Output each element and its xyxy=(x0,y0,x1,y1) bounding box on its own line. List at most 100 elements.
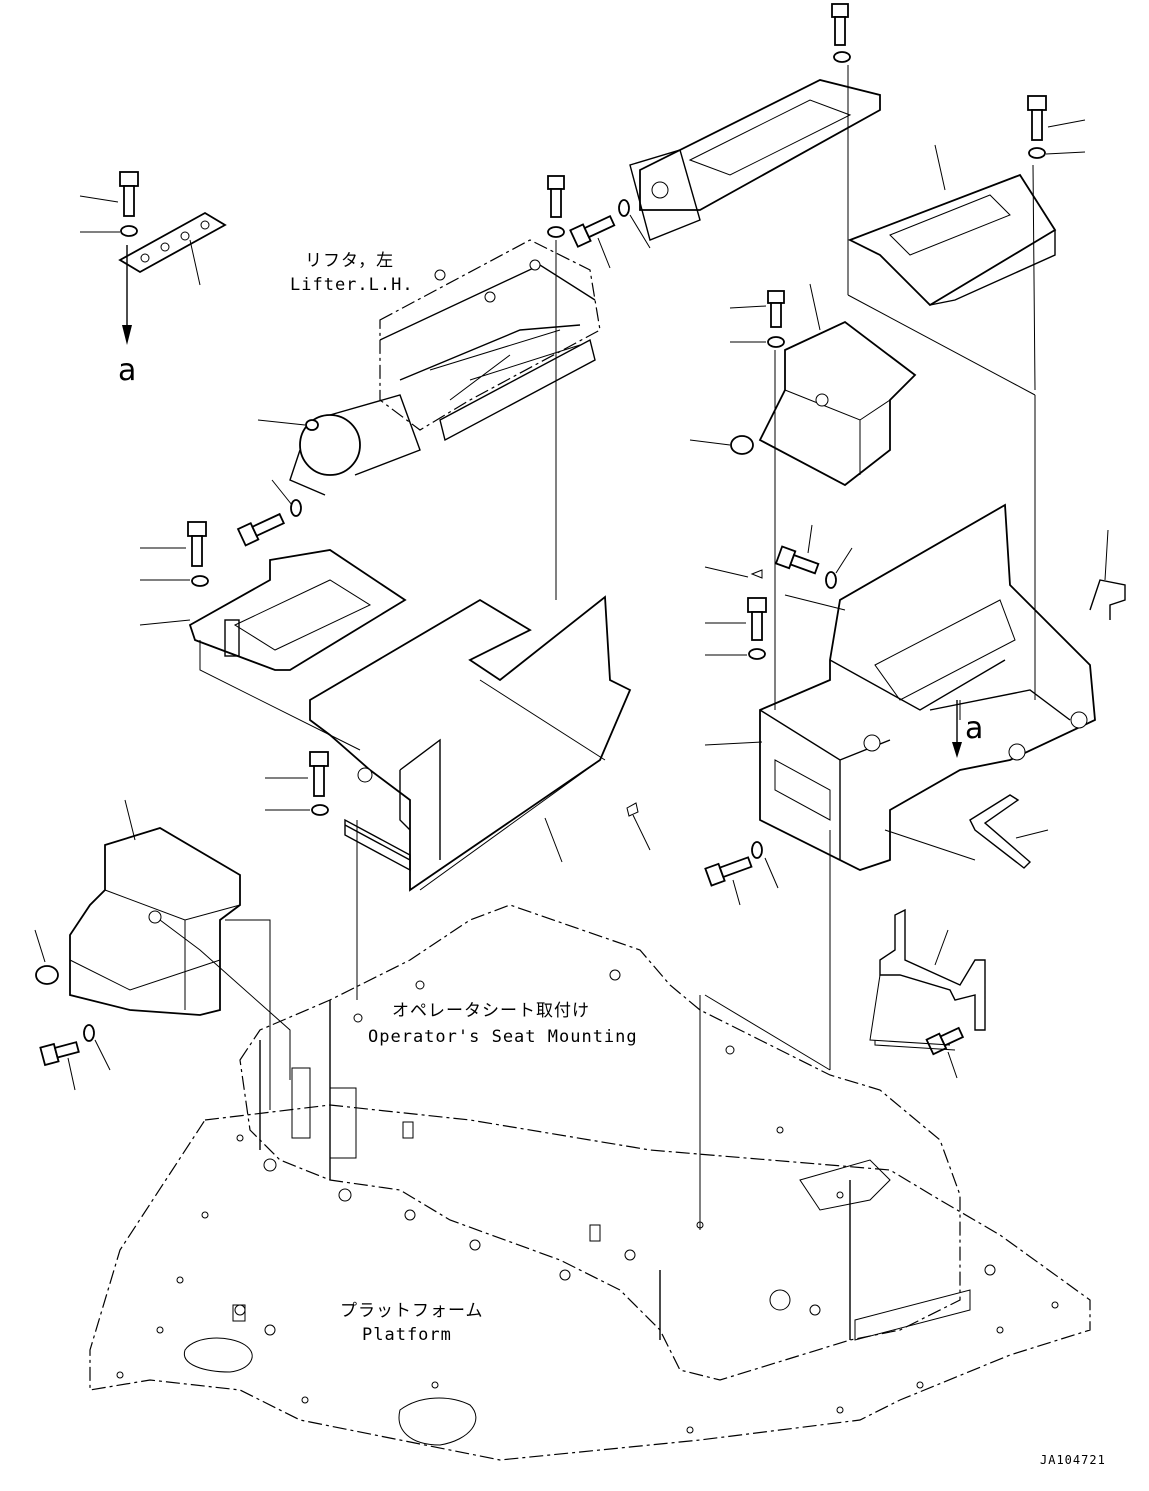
washer xyxy=(547,226,565,238)
seat-mount-inner xyxy=(259,1000,851,1340)
seat-mounting-label-jp: オペレータシート取付け xyxy=(392,1001,590,1021)
seat-mount-frame xyxy=(239,904,961,1381)
bolt xyxy=(747,597,767,641)
bolt xyxy=(767,290,785,328)
slot-left-2 xyxy=(329,1087,357,1159)
arrow-a-mid-head xyxy=(952,742,962,758)
platform-bracket-right xyxy=(799,1159,891,1211)
arrow-a-head xyxy=(122,325,132,345)
lifter-arm xyxy=(429,329,581,401)
lower-left-cover xyxy=(35,827,241,1016)
right-box-boss xyxy=(1008,743,1026,761)
right-box-top-window xyxy=(874,599,1016,701)
small-cover-hole xyxy=(815,393,829,407)
right-box-boss xyxy=(863,734,881,752)
reference-mark-a-top: a xyxy=(118,353,136,388)
lifter-label-jp: リフタ，左 xyxy=(305,251,394,271)
platform-outline xyxy=(89,1104,1091,1461)
centre-panel xyxy=(309,595,639,892)
right-box-boss xyxy=(1070,711,1088,729)
left-cover-plate xyxy=(188,549,407,671)
lifter-outline xyxy=(379,239,601,431)
slot-left-1 xyxy=(291,1067,311,1139)
washer xyxy=(311,804,329,816)
platform-lower-cutout xyxy=(398,1397,477,1446)
small-cover-edge xyxy=(784,389,891,475)
terminal-strip-body xyxy=(118,211,227,274)
bolt xyxy=(1027,95,1047,141)
centre-panel-fold xyxy=(344,738,441,861)
centre-panel-bracket xyxy=(344,818,411,872)
clip xyxy=(305,419,319,431)
bolt xyxy=(119,171,139,217)
seat-rail-end xyxy=(629,149,701,241)
leader-lines xyxy=(34,65,1109,1230)
lifter-motor-body xyxy=(289,394,421,496)
rail-right xyxy=(854,1289,971,1341)
seat-mounting-label-en: Operator's Seat Mounting xyxy=(368,1027,638,1047)
pin xyxy=(750,569,763,579)
washer xyxy=(191,575,209,587)
upper-cover-window xyxy=(889,194,1011,256)
left-plate-window xyxy=(233,579,372,651)
washer xyxy=(290,499,302,517)
right-main-box xyxy=(759,503,1126,871)
right-box-front-slot xyxy=(774,759,831,821)
lifter-hole xyxy=(434,269,446,281)
washer xyxy=(748,648,766,660)
small-cover-cap xyxy=(730,435,754,455)
bolt xyxy=(309,751,329,797)
washer xyxy=(751,841,763,859)
drawing-code: JA104721 xyxy=(1040,1453,1106,1467)
platform-post xyxy=(402,1121,414,1139)
right-box-inner xyxy=(759,659,1071,860)
reference-mark-a-mid: a xyxy=(965,711,983,746)
seat-rail-slot xyxy=(688,99,852,176)
platform-assembly xyxy=(89,904,1091,1461)
washer xyxy=(618,199,630,217)
seat-rail xyxy=(639,79,881,211)
lower-right-bracket xyxy=(879,908,986,1031)
terminal-strip xyxy=(118,211,227,345)
bolt xyxy=(236,512,286,547)
platform-post-3 xyxy=(232,1304,246,1322)
left-plate-tab xyxy=(224,619,240,657)
bolt xyxy=(704,856,753,887)
lifter-hole xyxy=(484,291,496,303)
upper-cover-flange xyxy=(929,230,1056,306)
left-plate-body xyxy=(188,549,407,671)
bolt xyxy=(187,521,207,567)
centre-tab xyxy=(626,802,639,817)
platform-left-cutout xyxy=(183,1337,253,1373)
lower-cover-edge xyxy=(69,889,241,1010)
bolt xyxy=(831,3,849,46)
right-box-body xyxy=(759,503,1096,871)
text-labels: リフタ，左 Lifter.L.H. a a オペレータシート取付け Operat… xyxy=(118,251,1106,1467)
lower-cover-hole xyxy=(148,910,162,924)
bolt xyxy=(774,545,820,575)
washer xyxy=(767,336,785,348)
centre-panel-body xyxy=(309,595,632,892)
bolt xyxy=(39,1041,80,1067)
washer xyxy=(1028,147,1046,159)
washer xyxy=(83,1024,95,1042)
lifter-hole xyxy=(529,259,541,271)
platform-label-en: Platform xyxy=(362,1325,452,1345)
centre-panel-boss xyxy=(357,767,373,783)
small-cover xyxy=(730,320,917,487)
bolt xyxy=(547,175,565,218)
washer xyxy=(825,571,837,589)
hex-wrench xyxy=(969,794,1032,869)
lower-cover-cap xyxy=(35,965,59,985)
washer xyxy=(833,51,851,63)
small-cover-body xyxy=(758,320,917,487)
lifter-label-en: Lifter.L.H. xyxy=(290,275,414,295)
platform-holes xyxy=(116,969,1059,1434)
seat-rail-assembly xyxy=(629,79,881,241)
right-box-bracket xyxy=(1089,579,1126,620)
rail-hole xyxy=(651,181,669,199)
washer xyxy=(120,225,138,237)
platform-post-2 xyxy=(589,1224,601,1242)
upper-cover-plate xyxy=(847,173,1057,307)
